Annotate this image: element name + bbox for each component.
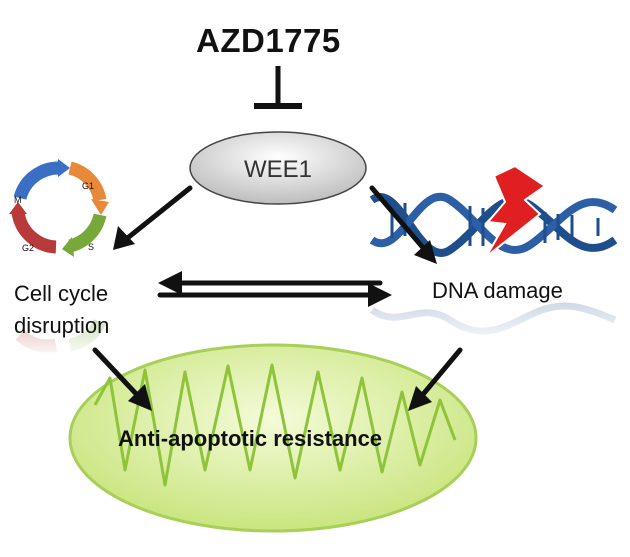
cell-cycle-label-line1: Cell cycle	[14, 281, 109, 306]
dna-helix-icon	[369, 193, 618, 257]
arrows	[92, 185, 463, 401]
mitochondrion-icon	[68, 343, 478, 533]
svg-text:G1: G1	[82, 181, 94, 191]
arrow-cell-cycle-to-mitochondrion	[92, 347, 143, 401]
inhibitor-label: AZD1775	[196, 22, 341, 59]
wee1-label: WEE1	[244, 156, 312, 183]
cell-cycle-label: Cell cycle disruption	[14, 278, 109, 342]
svg-text:M: M	[14, 195, 22, 205]
lightning-bolt-icon	[485, 164, 547, 258]
dna-damage-label: DNA damage	[432, 278, 563, 303]
cell-cycle-icon: M G1 S G2	[9, 159, 109, 257]
arrow-wee1-to-cell-cycle	[122, 185, 193, 243]
arrow-dna-damage-to-mitochondrion	[417, 347, 463, 401]
svg-text:S: S	[88, 242, 94, 252]
cell-cycle-label-line2: disruption	[14, 313, 110, 338]
svg-text:G2: G2	[22, 243, 34, 253]
outcome-label: Anti-apoptotic resistance	[118, 426, 383, 451]
dna-reflection	[360, 300, 630, 350]
wee1-node	[189, 131, 367, 205]
inhibition-symbol	[254, 66, 302, 109]
arrowheads	[113, 226, 437, 411]
arrow-wee1-to-dna-damage	[369, 185, 428, 253]
